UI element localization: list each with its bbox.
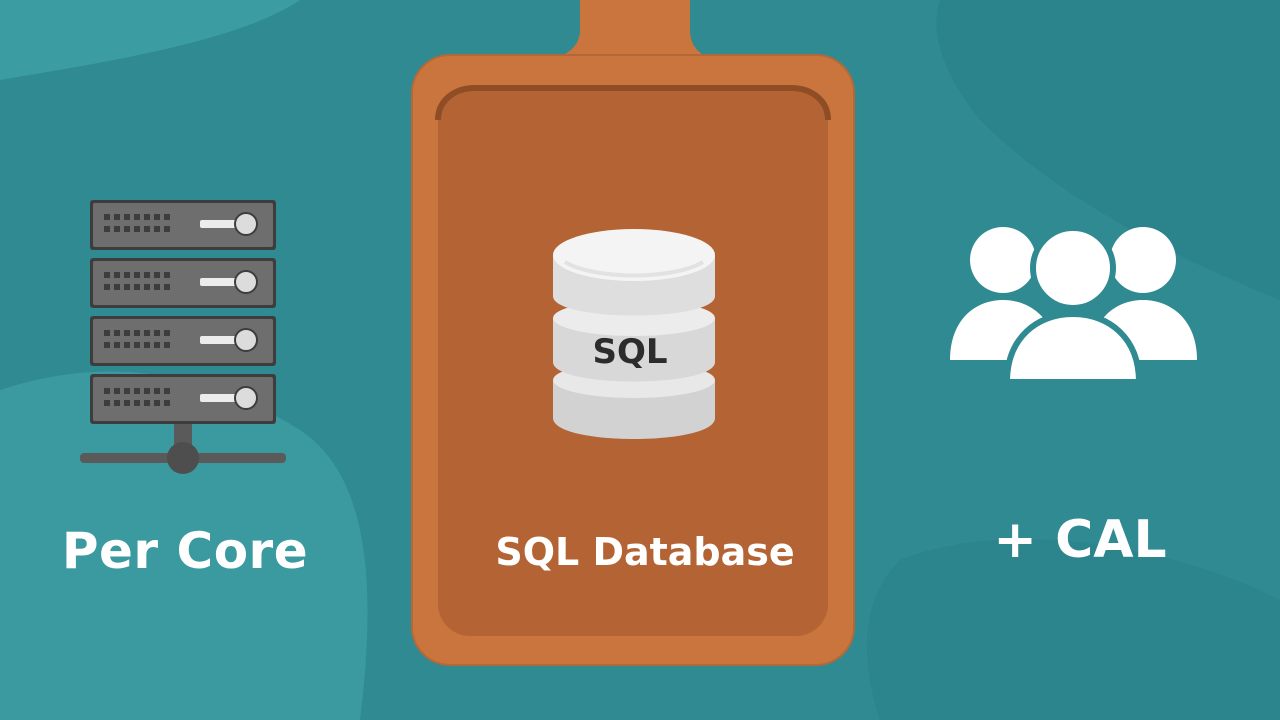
- cutting-board: [411, 0, 855, 666]
- server-rack-icon: [80, 200, 286, 474]
- users-group-icon: [950, 225, 1197, 385]
- per-core-label: Per Core: [61, 522, 309, 580]
- cal-label: + CAL: [993, 510, 1167, 570]
- sql-database-label: SQL Database: [495, 530, 795, 574]
- database-label: SQL: [592, 332, 668, 372]
- database-icon: [553, 229, 715, 439]
